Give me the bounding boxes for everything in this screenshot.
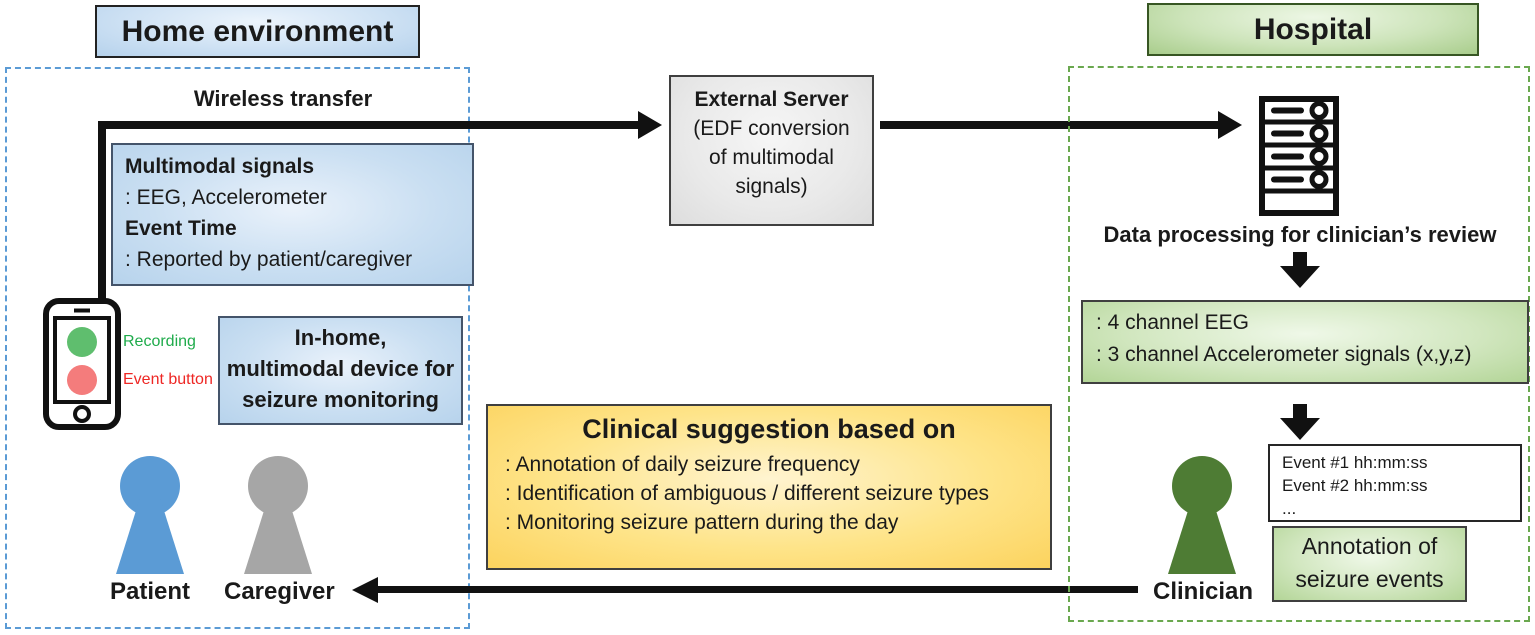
device-box-line-2: multimodal device for bbox=[226, 356, 455, 381]
hospital-region bbox=[1068, 66, 1530, 622]
clinical-suggestion-box: Clinical suggestion based on : Annotatio… bbox=[486, 404, 1052, 570]
down-arrow-icon bbox=[1280, 404, 1320, 440]
suggestion-item-2: : Identification of ambiguous / differen… bbox=[505, 482, 990, 505]
caregiver-label: Caregiver bbox=[224, 578, 335, 605]
phone-icon bbox=[43, 298, 121, 430]
wireless-transfer-label: Wireless transfer bbox=[193, 86, 373, 111]
recording-button-icon bbox=[67, 327, 97, 357]
server-to-hospital-arrow-head-icon bbox=[1218, 111, 1242, 139]
signals-heading-1: Multimodal signals bbox=[125, 155, 315, 178]
down-arrow-icon bbox=[1280, 252, 1320, 288]
device-box-line-1: In-home, bbox=[294, 325, 387, 350]
patient-label: Patient bbox=[109, 578, 190, 605]
home-environment-region bbox=[5, 67, 470, 629]
clinical-suggestion-title: Clinical suggestion based on bbox=[582, 414, 956, 444]
clinician-label: Clinician bbox=[1152, 578, 1254, 605]
signals-heading-2: Event Time bbox=[125, 217, 237, 240]
clinician-person-icon bbox=[1168, 456, 1236, 574]
server-to-hospital-arrow-line bbox=[880, 121, 1220, 129]
external-server-title: External Server bbox=[694, 88, 849, 111]
wireless-arrow-vertical-line bbox=[98, 121, 106, 303]
wireless-arrow-line bbox=[98, 121, 640, 129]
annotation-box: Annotation of seizure events bbox=[1272, 526, 1467, 602]
home-environment-title-label: Home environment bbox=[121, 14, 394, 48]
caregiver-person-icon bbox=[244, 456, 312, 574]
external-server-line-3: of multimodal bbox=[709, 146, 834, 169]
external-server-line-2: (EDF conversion bbox=[693, 117, 850, 140]
feedback-arrow-head-icon bbox=[352, 577, 378, 603]
external-server-line-4: signals) bbox=[735, 175, 808, 198]
seizure-events-list-box: Event #1 hh:mm:ss Event #2 hh:mm:ss ... bbox=[1268, 444, 1522, 522]
wireless-arrow-head-icon bbox=[638, 111, 662, 139]
channels-line-1: : 4 channel EEG bbox=[1096, 311, 1249, 334]
feedback-arrow-line bbox=[376, 586, 1138, 593]
channels-box: : 4 channel EEG : 3 channel Acceleromete… bbox=[1081, 300, 1529, 384]
event-button-label: Event button bbox=[123, 371, 213, 388]
event-line-3: ... bbox=[1282, 499, 1297, 518]
channels-line-2: : 3 channel Accelerometer signals (x,y,z… bbox=[1096, 343, 1472, 366]
signals-detail-2: : Reported by patient/caregiver bbox=[125, 248, 413, 271]
signals-detail-1: : EEG, Accelerometer bbox=[125, 186, 327, 209]
hospital-title-label: Hospital bbox=[1253, 12, 1373, 46]
patient-person-icon bbox=[116, 456, 184, 574]
home-environment-title: Home environment bbox=[95, 5, 420, 58]
recording-label: Recording bbox=[123, 333, 196, 350]
hospital-title: Hospital bbox=[1147, 3, 1479, 56]
event-line-1: Event #1 hh:mm:ss bbox=[1282, 453, 1428, 472]
device-box-line-3: seizure monitoring bbox=[242, 387, 439, 412]
suggestion-item-3: : Monitoring seizure pattern during the … bbox=[505, 511, 899, 534]
event-button-icon bbox=[67, 365, 97, 395]
external-server-box: External Server (EDF conversion of multi… bbox=[669, 75, 874, 226]
annotation-line-1: Annotation of bbox=[1301, 533, 1438, 559]
server-rack-icon bbox=[1259, 96, 1339, 216]
in-home-device-box: In-home, multimodal device for seizure m… bbox=[218, 316, 463, 425]
home-button-icon bbox=[73, 405, 91, 423]
suggestion-item-1: : Annotation of daily seizure frequency bbox=[505, 453, 860, 476]
data-processing-label: Data processing for clinician’s review bbox=[1103, 222, 1497, 247]
event-line-2: Event #2 hh:mm:ss bbox=[1282, 476, 1428, 495]
multimodal-signals-box: Multimodal signals : EEG, Accelerometer … bbox=[111, 143, 474, 286]
annotation-line-2: seizure events bbox=[1295, 566, 1444, 592]
